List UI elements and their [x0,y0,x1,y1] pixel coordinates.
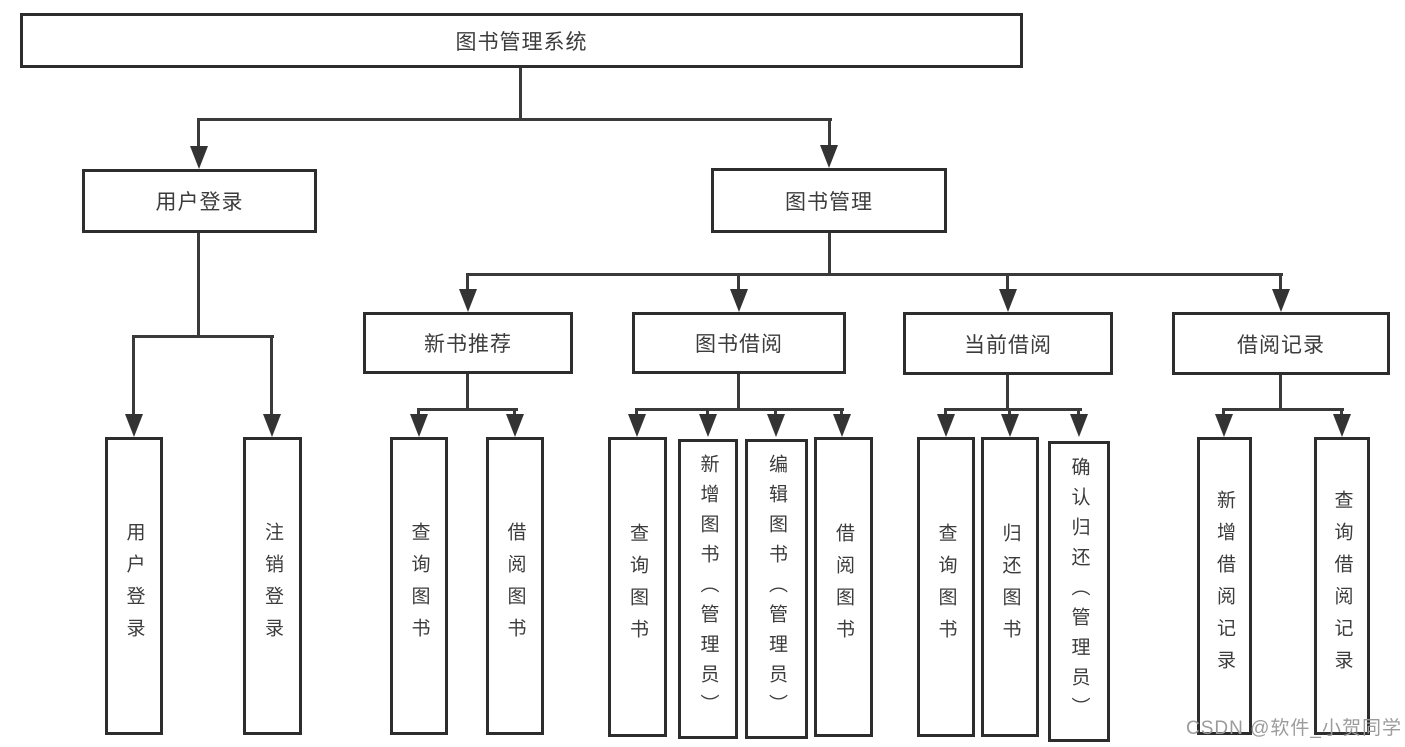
connector-line [197,233,200,335]
connector-line [840,408,843,417]
node-label: 借阅记录 [1237,333,1325,357]
connector-line [1006,375,1009,408]
connector-arrowhead [1333,414,1351,437]
node-label: 确认归还（管理员） [1068,456,1090,727]
connector-arrowhead [263,414,281,437]
node-leaf-confirm-return-admin: 确认归还（管理员） [1048,441,1110,742]
connector-line [417,408,518,411]
connector-arrowhead [1070,414,1088,437]
connector-line [466,374,469,408]
node-new-book-recommend: 新书推荐 [363,312,573,374]
node-label: 查询图书 [627,523,648,651]
connector-line [466,273,469,290]
node-label: 新书推荐 [424,333,512,356]
connector-line [774,408,777,417]
connector-line [828,118,831,147]
connector-arrowhead [190,146,208,169]
connector-arrowhead [767,414,785,437]
connector-arrowhead [1001,414,1019,437]
connector-line [417,408,420,417]
connector-line [1222,408,1344,411]
connector-line [737,374,740,408]
node-label: 图书管理 [785,190,873,214]
node-label: 编辑图书（管理员） [766,454,787,724]
node-label: 借阅图书 [504,522,526,650]
connector-arrowhead [833,414,851,437]
connector-arrowhead [1272,289,1290,312]
node-user-login: 用户登录 [82,169,317,233]
node-leaf-borrow-books-2: 借阅图书 [814,437,873,737]
connector-line [1279,273,1282,290]
connector-line [706,408,709,417]
node-leaf-borrow-books-1: 借阅图书 [486,437,544,735]
node-label: 新增借阅记录 [1214,490,1235,682]
connector-arrowhead [1215,414,1233,437]
node-label: 当前借阅 [964,333,1052,357]
node-leaf-logout: 注销登录 [243,437,302,735]
node-label: 注销登录 [262,522,283,650]
node-label: 查询借阅记录 [1331,490,1353,682]
node-label: 查询图书 [408,522,430,650]
node-label: 归还图书 [999,523,1021,651]
node-root-system: 图书管理系统 [20,13,1023,68]
connector-line [132,335,135,416]
connector-line [513,408,516,417]
connector-line [828,233,831,273]
node-label: 用户登录 [123,522,145,650]
connector-line [737,273,740,290]
connector-line [197,118,832,121]
connector-arrowhead [999,289,1017,312]
connector-arrowhead [730,289,748,312]
node-label: 新增图书（管理员） [697,454,719,724]
node-book-borrowing: 图书借阅 [632,312,846,374]
node-leaf-query-books-2: 查询图书 [608,437,667,737]
connector-line [519,68,522,118]
connector-line [466,273,1283,276]
connector-line [197,118,200,148]
connector-arrowhead [125,414,143,437]
node-leaf-query-books-3: 查询图书 [917,437,975,737]
connector-line [1008,408,1011,417]
node-leaf-return-book: 归还图书 [981,437,1039,737]
connector-arrowhead [506,414,524,437]
connector-line [944,408,1082,411]
node-leaf-edit-book-admin: 编辑图书（管理员） [745,439,808,739]
node-label: 借阅图书 [833,523,854,651]
node-leaf-add-borrow-record: 新增借阅记录 [1197,437,1252,735]
connector-line [270,335,273,416]
connector-line [1077,408,1080,417]
node-leaf-add-book-admin: 新增图书（管理员） [678,439,738,739]
node-borrowing-records: 借阅记录 [1172,312,1390,375]
connector-line [1006,273,1009,290]
connector-arrowhead [628,414,646,437]
connector-line [1222,408,1225,417]
connector-line [132,335,274,338]
node-label: 查询图书 [935,523,957,651]
node-label: 图书借阅 [695,333,783,356]
connector-arrowhead [937,414,955,437]
connector-line [1279,375,1282,408]
node-leaf-query-books-1: 查询图书 [390,437,448,735]
connector-line [635,408,844,411]
connector-arrowhead [459,289,477,312]
connector-arrowhead [699,414,717,437]
connector-arrowhead [410,414,428,437]
node-label: 图书管理系统 [455,30,588,54]
connector-line [1340,408,1343,417]
connector-line [944,408,947,417]
node-current-borrowing: 当前借阅 [903,312,1113,375]
connector-arrowhead [820,145,838,168]
node-leaf-query-borrow-record: 查询借阅记录 [1314,437,1370,735]
node-leaf-user-login: 用户登录 [105,437,163,735]
connector-line [635,408,638,417]
node-book-management: 图书管理 [711,168,947,233]
node-label: 用户登录 [155,191,244,214]
csdn-watermark: CSDN @软件_小贺同学 [1186,718,1402,739]
